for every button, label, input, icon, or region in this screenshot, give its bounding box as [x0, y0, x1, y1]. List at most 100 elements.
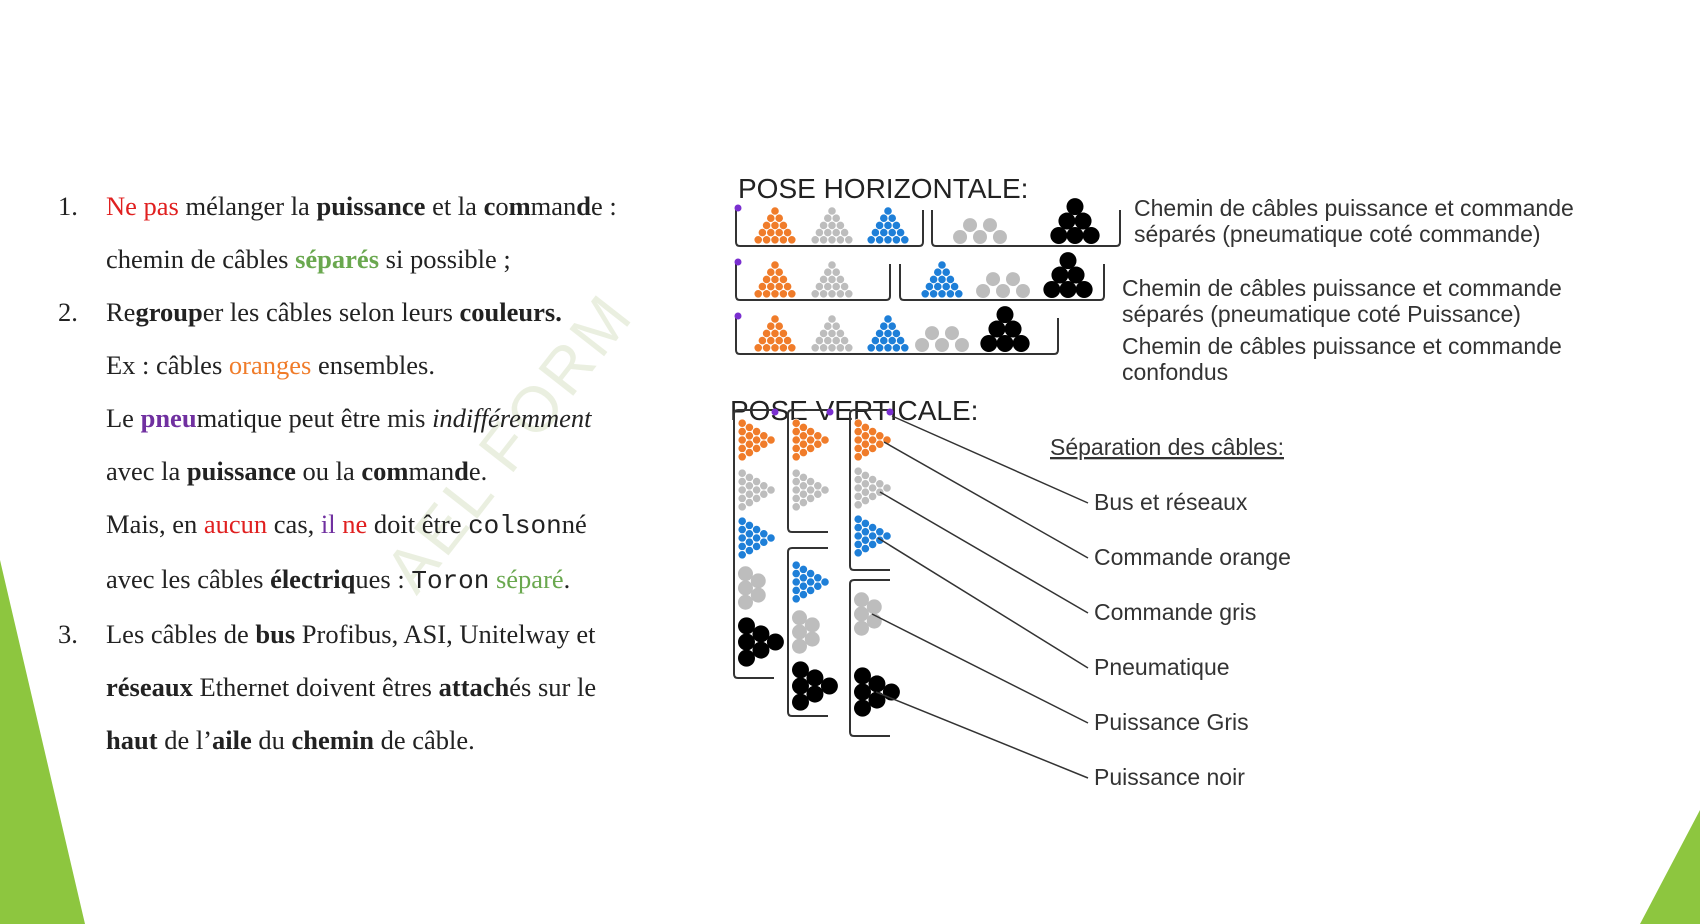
- text-bold: m: [508, 191, 531, 221]
- cable-power-black: [1082, 227, 1100, 244]
- text-red: Ne pas: [106, 191, 179, 221]
- cable-power-black: [854, 683, 871, 701]
- leader-line: [877, 537, 1089, 669]
- legend-bus: Bus et réseaux: [1094, 489, 1248, 515]
- text: ou la: [295, 456, 362, 486]
- cable-power-grey: [750, 573, 766, 589]
- legend-pneumatic: Pneumatique: [1094, 654, 1230, 680]
- cable-grey: [798, 497, 809, 508]
- cable-grey: [875, 487, 885, 497]
- cable-orange: [813, 439, 823, 449]
- text-bold: bus: [255, 619, 296, 649]
- text-bold: attach: [438, 672, 510, 702]
- line: Le pneumatique peut être mis indifféremm…: [106, 392, 708, 445]
- cable-grey: [835, 220, 846, 231]
- label-h1-line1: Chemin de câbles puissance et commande: [1134, 195, 1574, 221]
- label-h3-line2: confondus: [1122, 359, 1228, 385]
- cable-power-grey: [792, 638, 807, 654]
- text-red: ne: [335, 509, 368, 539]
- cable-orange: [853, 452, 863, 462]
- purple-marker: [734, 258, 742, 266]
- leader-line: [891, 415, 1089, 504]
- cable-grey: [737, 502, 747, 512]
- cable-blue: [883, 314, 893, 324]
- cable-blue: [896, 227, 906, 238]
- cable-power-grey: [792, 624, 807, 640]
- cable-power-black: [1066, 198, 1084, 216]
- cable-power-grey: [804, 617, 820, 633]
- leader-line: [875, 691, 1089, 779]
- cable-orange: [787, 235, 797, 245]
- cable-orange: [774, 267, 784, 277]
- text: doit être: [367, 509, 469, 539]
- text: du: [251, 725, 292, 755]
- text: Re: [106, 297, 136, 327]
- cable-blue: [900, 343, 910, 353]
- cable-orange: [787, 289, 797, 299]
- tray-row2-left: [735, 264, 891, 301]
- cable-power-black: [1074, 212, 1092, 230]
- title-horizontal: POSE HORIZONTALE:: [738, 173, 1028, 204]
- cable-grey: [853, 500, 863, 510]
- cable-grey: [844, 343, 854, 353]
- leader-line: [883, 441, 1089, 559]
- text: si possible ;: [379, 244, 511, 274]
- purple-marker: [886, 408, 894, 416]
- cable-blue: [766, 533, 776, 543]
- cable-power-black: [792, 677, 809, 695]
- tray-vertical-3a: [849, 409, 890, 571]
- line: Ex : câbles oranges ensembles.: [106, 339, 708, 392]
- cable-blue: [887, 321, 897, 331]
- cable-orange: [782, 336, 793, 346]
- label-h3-line1: Chemin de câbles puissance et commande: [1122, 333, 1562, 359]
- label-h2-line1: Chemin de câbles puissance et commande: [1122, 275, 1562, 301]
- cable-blue: [883, 206, 893, 216]
- cable-grey: [827, 206, 837, 216]
- item-number: 1.: [58, 191, 78, 221]
- tray-row2-right: [899, 264, 1105, 301]
- instruction-list: 1. Ne pas mélanger la puissance et la co…: [58, 180, 708, 767]
- cable-orange: [774, 321, 784, 331]
- cable-power-black: [766, 633, 784, 651]
- text: man: [408, 456, 455, 486]
- cable-power-grey: [866, 599, 882, 615]
- cable-orange: [774, 213, 784, 223]
- list-item-2: 2. Regrouper les câbles selon leurs coul…: [58, 286, 708, 608]
- cable-blue: [937, 260, 947, 270]
- text: avec la: [106, 456, 187, 486]
- tray-vertical-1: [733, 409, 774, 679]
- text: Ex : câbles: [106, 350, 229, 380]
- cable-power-grey: [854, 620, 869, 636]
- tray-row1-left: [735, 210, 924, 247]
- legend-orange: Commande orange: [1094, 544, 1291, 570]
- text-bold: d: [454, 456, 469, 486]
- cable-orange: [778, 220, 789, 231]
- text-bold: haut: [106, 725, 158, 755]
- cable-power-black: [980, 335, 998, 352]
- cable-blue: [853, 548, 863, 558]
- cable-power-grey: [986, 272, 1001, 287]
- cable-power-black: [1043, 281, 1061, 298]
- cable-power-black: [1004, 320, 1022, 338]
- cable-power-black: [996, 306, 1014, 324]
- cable-grey: [831, 267, 841, 277]
- cable-power-black: [1058, 212, 1076, 230]
- text-bold: puissance: [186, 456, 296, 486]
- text: cas,: [267, 509, 321, 539]
- cable-orange: [791, 452, 801, 462]
- cable-power-black: [1050, 227, 1068, 244]
- text-bold: com: [361, 456, 409, 486]
- list-item-1: 1. Ne pas mélanger la puissance et la co…: [58, 180, 708, 286]
- legend-grey: Commande gris: [1094, 599, 1256, 625]
- cable-grey: [840, 227, 850, 238]
- tray-row3: [735, 318, 1059, 355]
- cable-grey: [831, 213, 841, 223]
- cable-grey: [751, 493, 762, 503]
- text: Le: [106, 403, 141, 433]
- cable-power-black: [806, 685, 824, 703]
- cable-blue: [737, 550, 747, 560]
- line: Mais, en aucun cas, il ne doit être cols…: [106, 498, 708, 553]
- cable-orange: [778, 328, 789, 338]
- line: avec les câbles électriques : Toron sépa…: [106, 553, 708, 608]
- cable-grey: [759, 489, 769, 499]
